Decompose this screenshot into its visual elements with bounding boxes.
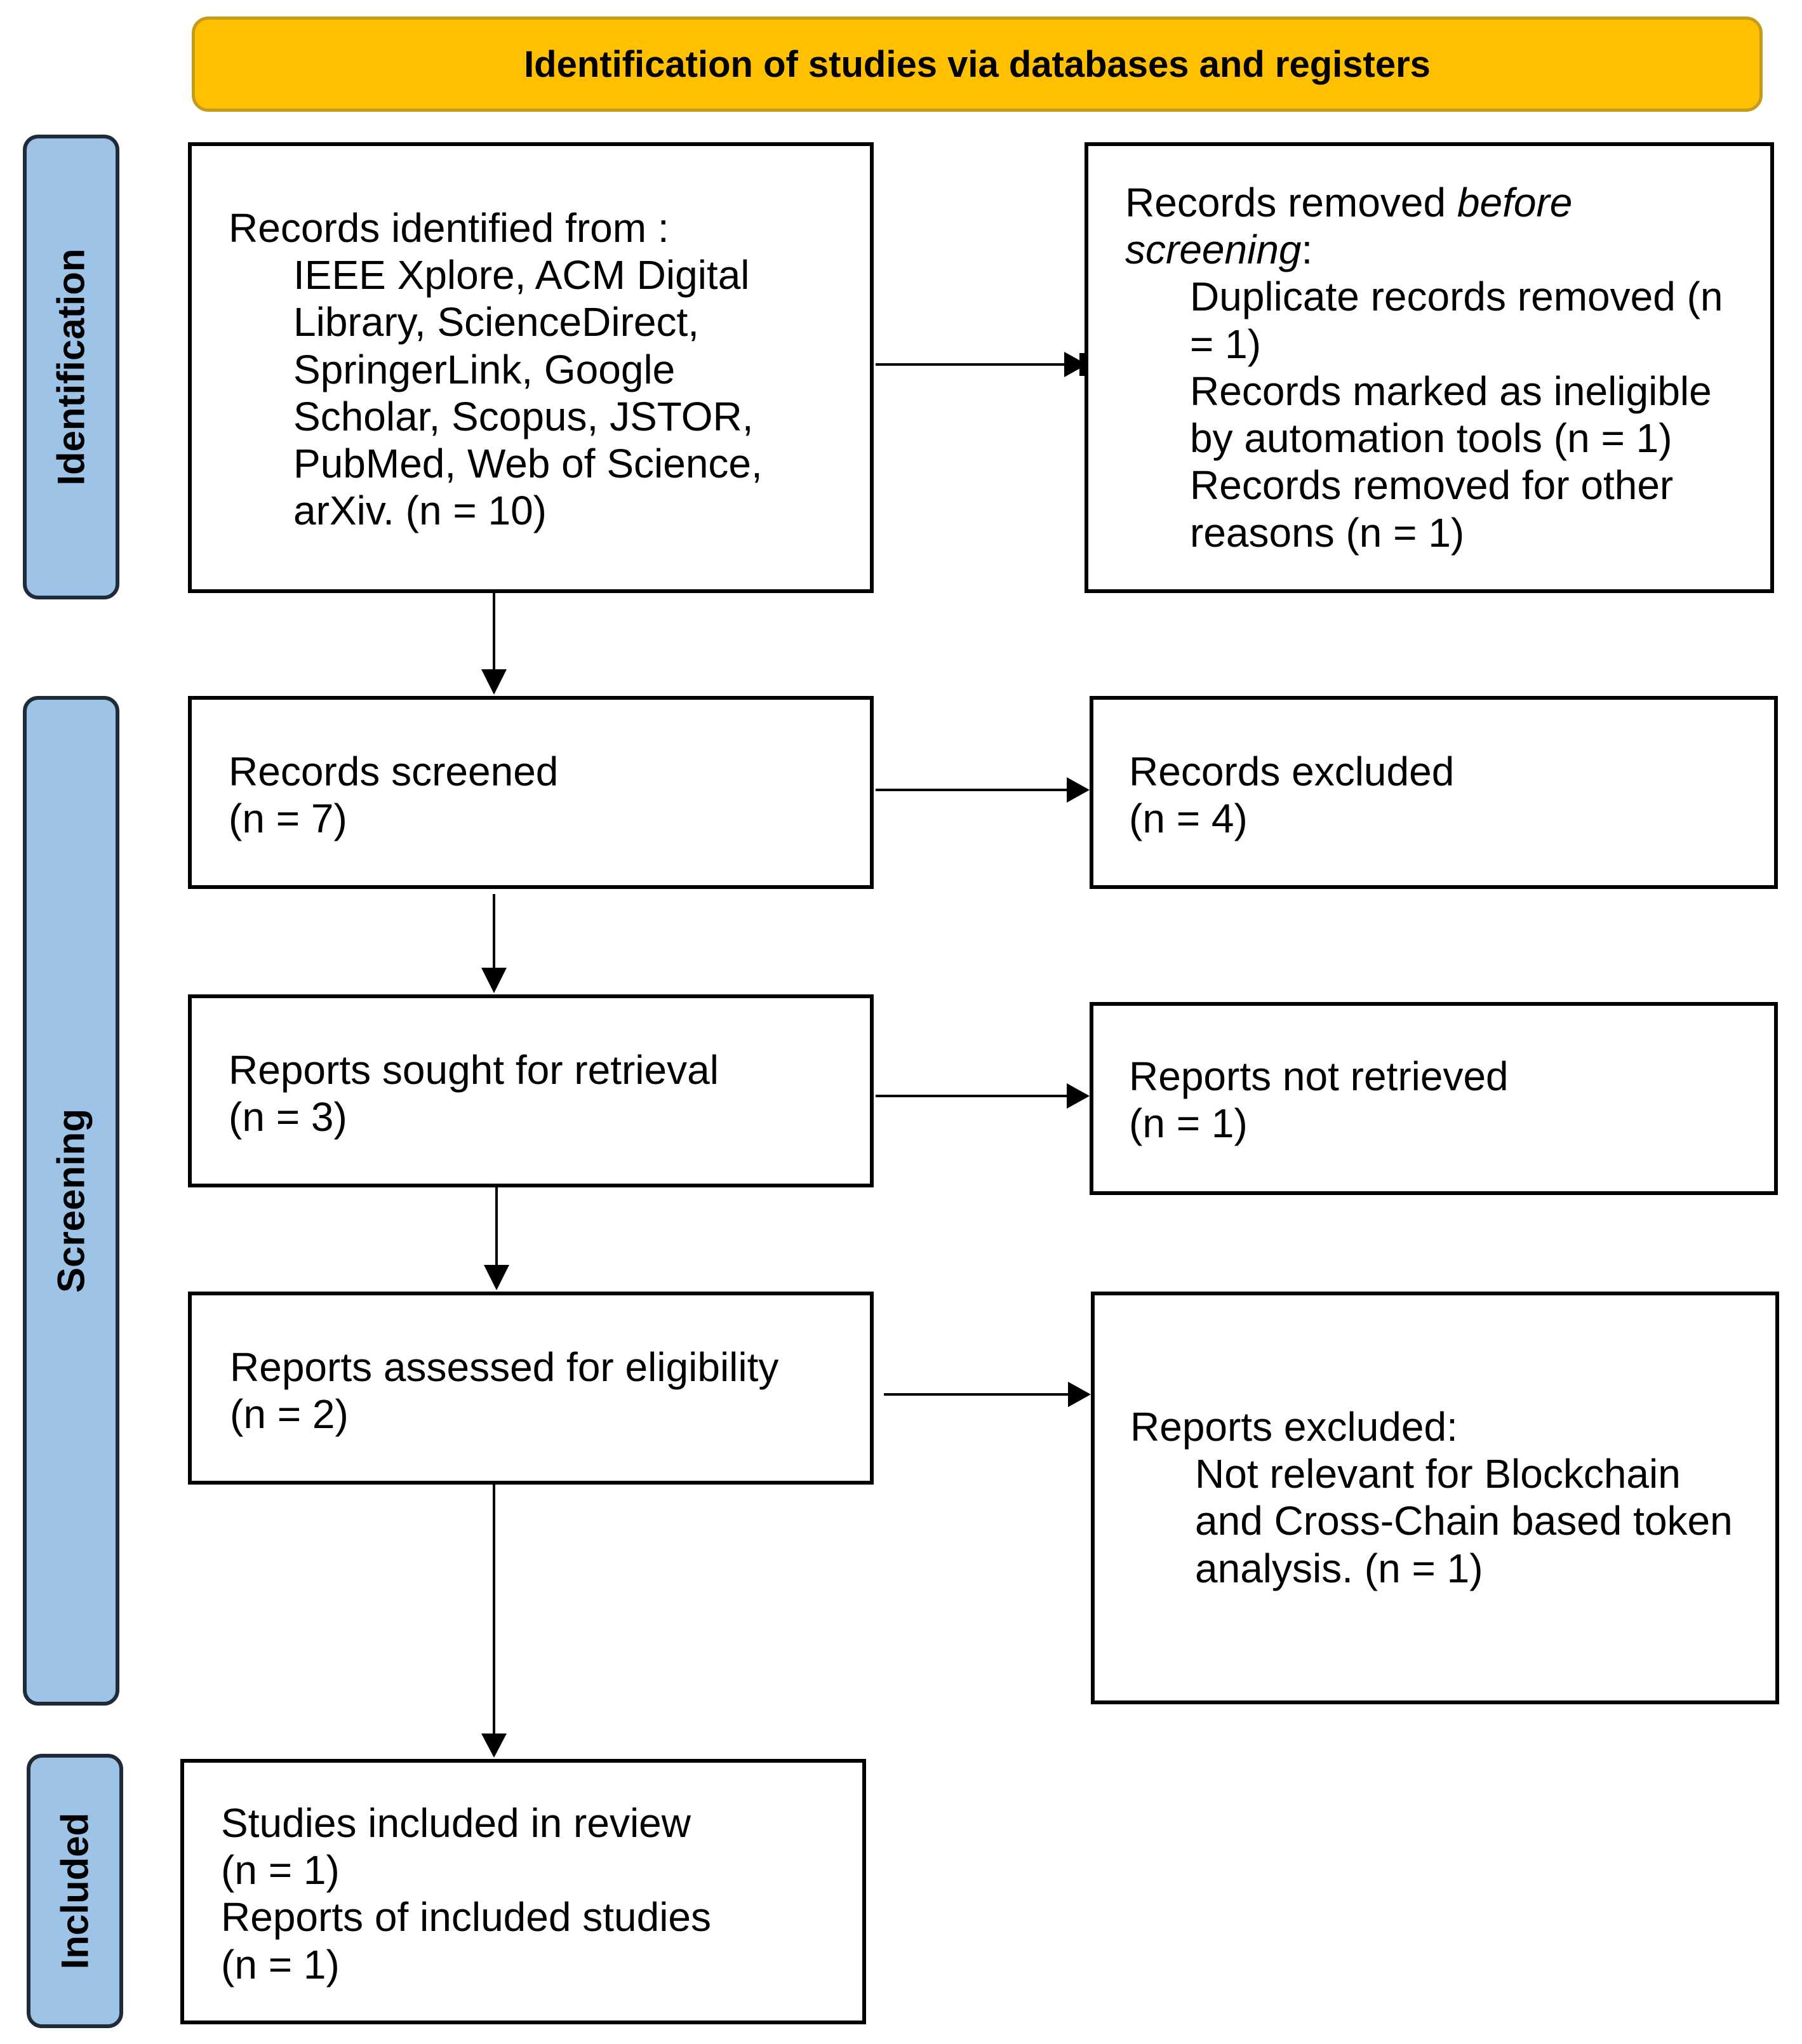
reports-assessed-label: Reports assessed for eligibility (230, 1344, 779, 1390)
reports-not-retrieved-count: (n = 1) (1129, 1100, 1248, 1147)
header-banner: Identification of studies via databases … (192, 17, 1763, 112)
phase-included: Included (27, 1754, 123, 2028)
records-identified-label: Records identified from : (229, 205, 669, 251)
reports-assessed-count: (n = 2) (230, 1391, 349, 1438)
records-identified-sources: IEEE Xplore, ACM Digital Library, Scienc… (293, 252, 763, 534)
records-screened-label: Records screened (229, 749, 559, 794)
reports-sought-label: Reports sought for retrieval (229, 1047, 719, 1093)
reports-excluded-label: Reports excluded: (1130, 1404, 1458, 1450)
records-excluded-box: Records excluded (n = 4) (1090, 696, 1778, 889)
removed-item-duplicates: Duplicate records removed (n = 1) (1190, 274, 1723, 367)
studies-included-count: (n = 1) (221, 1847, 340, 1894)
reports-included-count: (n = 1) (221, 1941, 340, 1987)
reports-sought-box: Reports sought for retrieval (n = 3) (188, 994, 874, 1187)
reports-included-label: Reports of included studies (221, 1894, 711, 1940)
studies-included-label: Studies included in review (221, 1800, 691, 1846)
arrowhead-not-retrieved-tip (1067, 1083, 1090, 1109)
reports-sought-count: (n = 3) (229, 1094, 347, 1140)
reports-not-retrieved-label: Reports not retrieved (1129, 1053, 1509, 1099)
arrowhead-sought-tip (481, 968, 507, 993)
phase-identification: Identification (23, 135, 119, 599)
arrowhead-excluded-tip (1067, 777, 1090, 803)
records-removed-title-emphasis: before screening (1125, 180, 1573, 273)
records-removed-title: Records removed before screening: (1125, 179, 1745, 273)
arrowhead-removed-tip (1064, 352, 1087, 377)
records-removed-title-prefix: Records removed (1125, 180, 1457, 225)
studies-included-box: Studies included in review (n = 1) Repor… (180, 1759, 866, 2024)
arrowhead-reports-excluded-tip (1068, 1382, 1091, 1407)
arrowhead-included-tip (481, 1733, 507, 1758)
arrowhead-screened-tip (481, 669, 507, 695)
reports-excluded-box: Reports excluded: Not relevant for Block… (1091, 1292, 1779, 1704)
records-excluded-count: (n = 4) (1129, 796, 1248, 842)
removed-item-automation: Records marked as ineligible by automati… (1190, 368, 1712, 462)
phase-screening: Screening (23, 696, 119, 1706)
records-identified-box: Records identified from : IEEE Xplore, A… (188, 142, 874, 593)
reports-assessed-box: Reports assessed for eligibility (n = 2) (188, 1292, 874, 1485)
header-title: Identification of studies via databases … (524, 43, 1431, 85)
records-screened-count: (n = 7) (229, 796, 347, 842)
records-excluded-label: Records excluded (1129, 749, 1455, 794)
arrowhead-assessed-tip (484, 1265, 509, 1290)
records-screened-box: Records screened (n = 7) (188, 696, 874, 889)
removed-item-other: Records removed for other reasons (n = 1… (1190, 462, 1674, 556)
reports-not-retrieved-box: Reports not retrieved (n = 1) (1090, 1002, 1778, 1195)
records-removed-box: Records removed before screening: Duplic… (1085, 142, 1774, 593)
reports-excluded-reason: Not relevant for Blockchain and Cross-Ch… (1195, 1451, 1733, 1591)
records-removed-title-suffix: : (1301, 227, 1313, 273)
